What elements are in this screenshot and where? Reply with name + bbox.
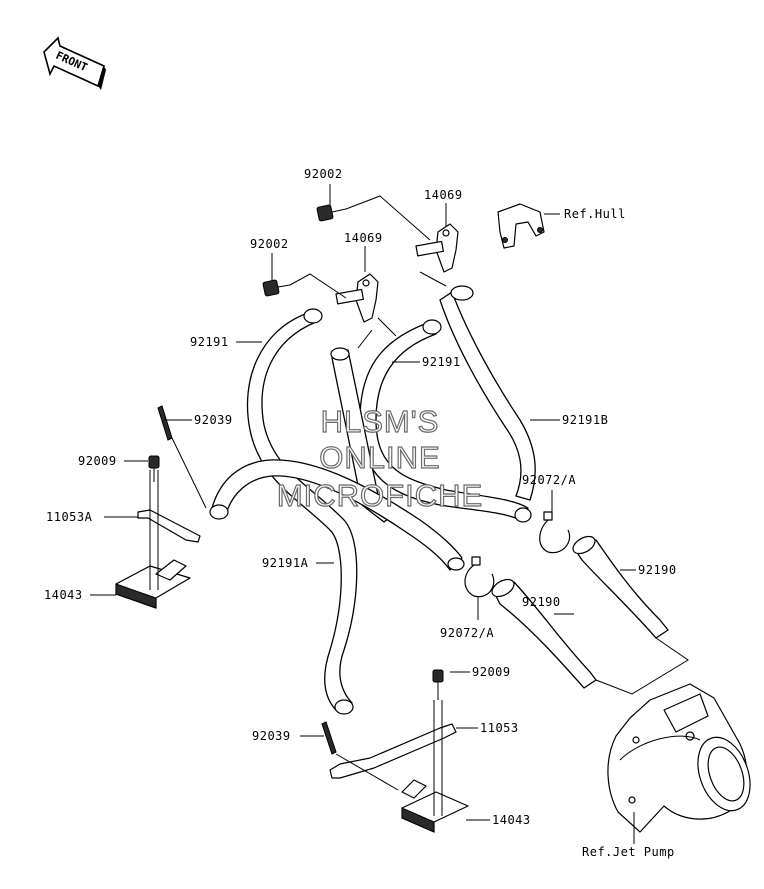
label-92190-right: 92190 bbox=[638, 563, 677, 577]
watermark-line-1: HLSM'S bbox=[321, 404, 440, 439]
bolt-92002-lower bbox=[262, 279, 291, 297]
bolt-92009-right bbox=[432, 669, 444, 700]
bolt-92009-left bbox=[148, 455, 160, 482]
label-92191-left: 92191 bbox=[190, 335, 229, 349]
watermark: HLSM'S ONLINE MICROFICHE bbox=[276, 403, 483, 513]
label-92009-right: 92009 bbox=[472, 665, 511, 679]
part-labels: 92002 92002 14069 14069 Ref.Hull 92191 9… bbox=[44, 167, 677, 859]
label-92039-left: 92039 bbox=[194, 413, 233, 427]
label-14069-upper: 14069 bbox=[424, 188, 463, 202]
clamp-92072a-lower bbox=[464, 556, 495, 598]
hose-92191b bbox=[439, 291, 536, 501]
label-92039-right: 92039 bbox=[252, 729, 291, 743]
label-92191a: 92191A bbox=[262, 556, 309, 570]
label-92002-upper: 92002 bbox=[304, 167, 343, 181]
label-92190-left: 92190 bbox=[522, 595, 561, 609]
strainer-14043-left bbox=[115, 559, 191, 609]
fitting-14069-upper bbox=[415, 223, 459, 273]
label-14043-left: 14043 bbox=[44, 588, 83, 602]
label-14069-lower: 14069 bbox=[344, 231, 383, 245]
label-92009-left: 92009 bbox=[78, 454, 117, 468]
watermark-line-2: ONLINE bbox=[319, 440, 440, 475]
label-92191-center: 92191 bbox=[422, 355, 461, 369]
strap-11053a bbox=[137, 509, 201, 543]
clamp-92072a-upper bbox=[539, 511, 571, 554]
label-92191b: 92191B bbox=[562, 413, 608, 427]
bolt-92039-left bbox=[157, 405, 173, 441]
jet-pump-housing bbox=[607, 683, 751, 833]
fitting-14069-lower bbox=[335, 273, 379, 323]
leader-lines bbox=[90, 184, 689, 844]
label-11053: 11053 bbox=[480, 721, 519, 735]
label-11053a: 11053A bbox=[46, 510, 93, 524]
bolt-92039-right bbox=[321, 721, 337, 755]
label-14043-right: 14043 bbox=[492, 813, 531, 827]
label-ref-jet-pump: Ref.Jet Pump bbox=[582, 845, 675, 859]
label-ref-hull: Ref.Hull bbox=[564, 207, 626, 221]
strap-11053 bbox=[329, 723, 457, 779]
strainer-14043-right bbox=[401, 779, 469, 833]
hose-92190-right bbox=[573, 539, 669, 639]
bolt-92002-upper bbox=[316, 204, 347, 222]
hull-bracket bbox=[497, 203, 545, 249]
label-92072a-upper: 92072/A bbox=[522, 473, 576, 487]
label-92072a-lower: 92072/A bbox=[440, 626, 494, 640]
label-92002-lower: 92002 bbox=[250, 237, 289, 251]
watermark-line-3: MICROFICHE bbox=[277, 478, 483, 513]
front-arrow-icon: FRONT bbox=[43, 36, 106, 90]
